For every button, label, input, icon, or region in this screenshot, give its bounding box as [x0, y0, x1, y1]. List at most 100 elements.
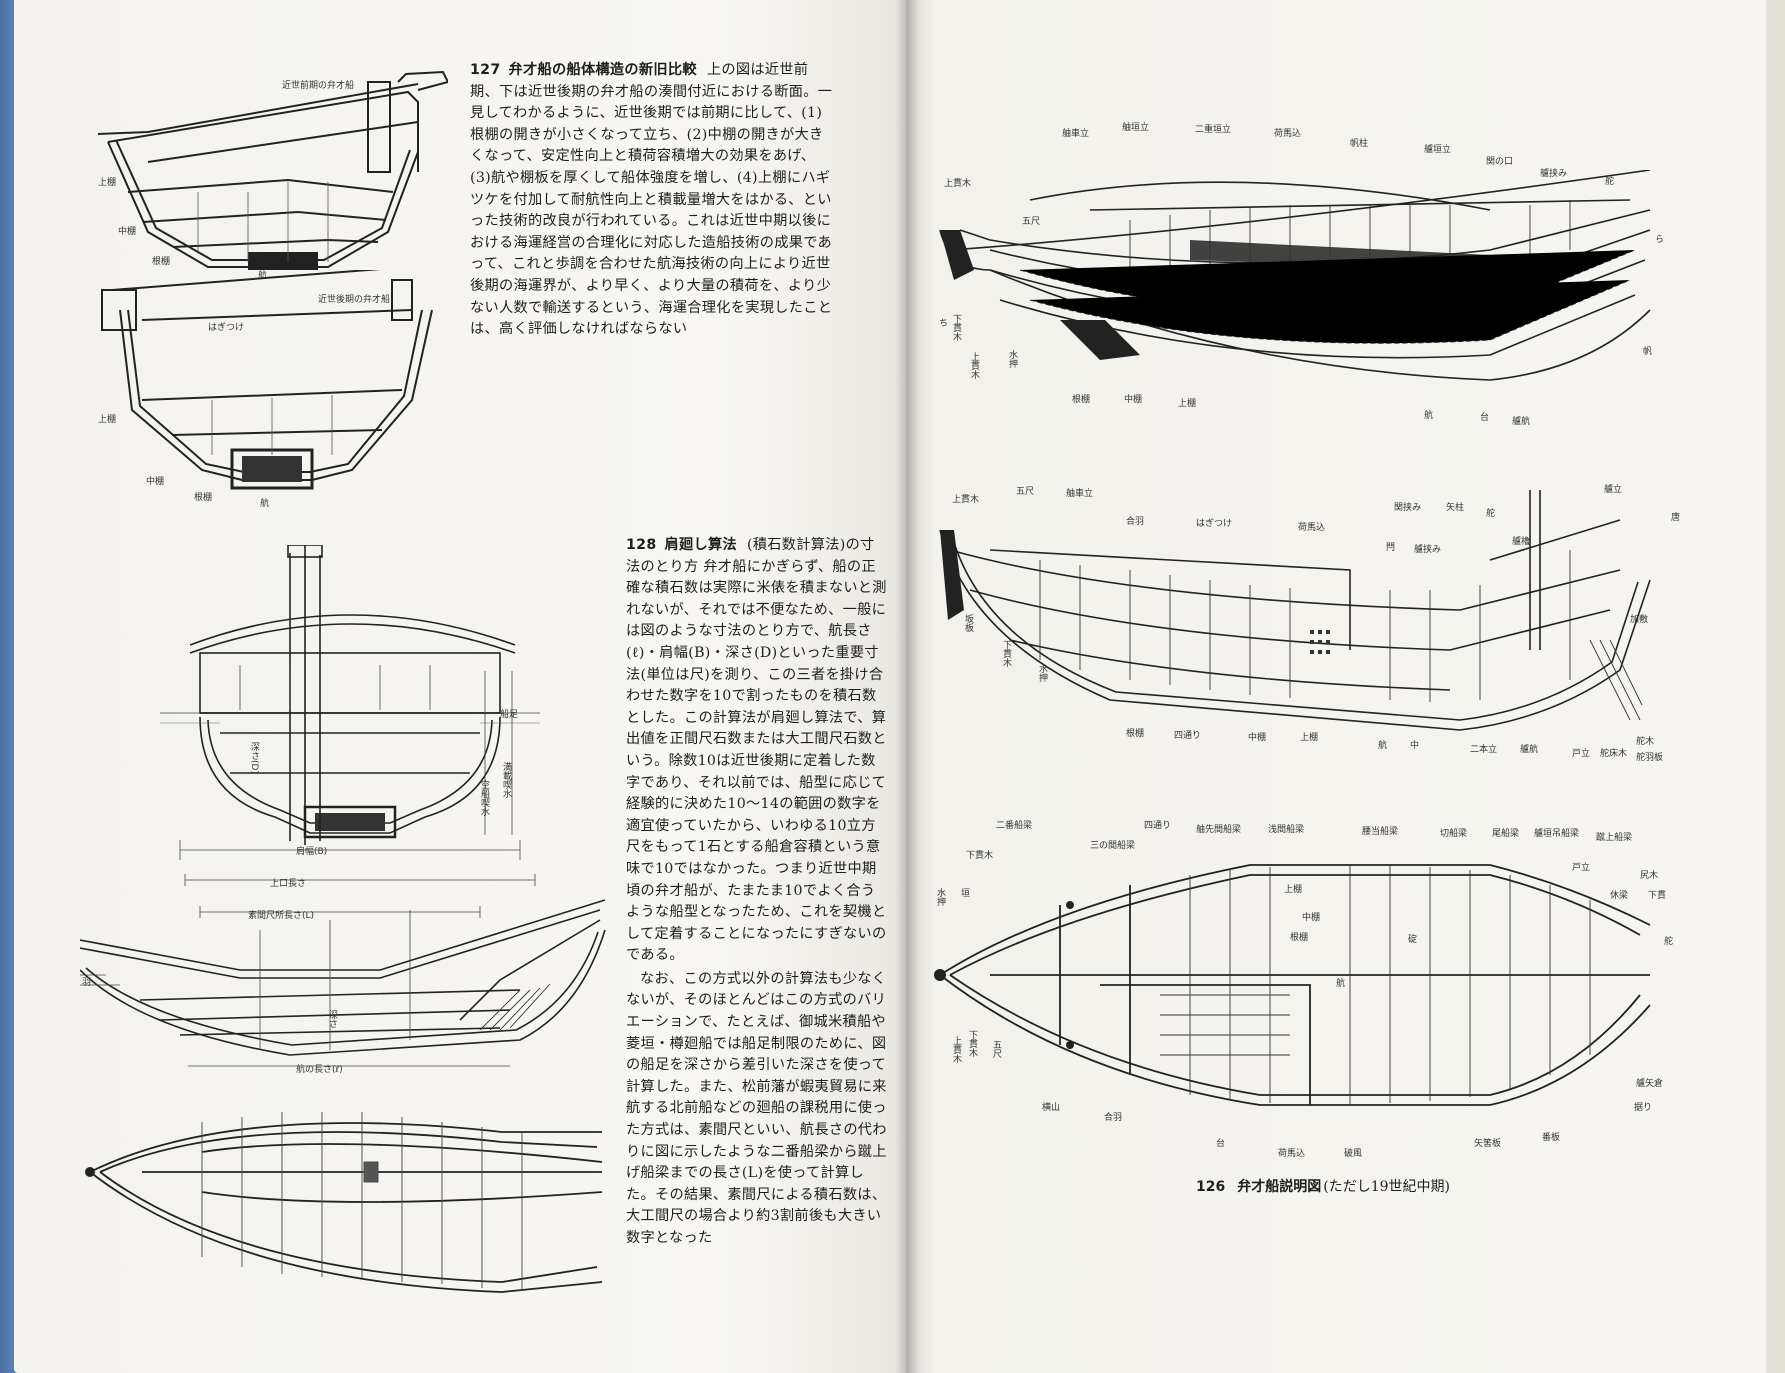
mid-kajikibashira: 舵床木: [1600, 749, 1628, 759]
fig127-early-nakadana: 中棚: [118, 227, 137, 237]
mid-todachi: 戸立: [1572, 749, 1591, 759]
top-hoban: 帆柱: [1350, 139, 1369, 149]
bot-kyuhai: 休梁: [1610, 891, 1629, 901]
fig126-longitudinal-section: [930, 490, 1670, 740]
top-tana: 台: [1480, 413, 1490, 423]
caption-128-subtitle: (積石数計算法)の寸法のとり方: [626, 537, 875, 575]
mid-kannuki: 閂: [1386, 543, 1396, 553]
top-nakadana: 中棚: [1124, 395, 1143, 405]
bot-tomoyagura: 艫矢倉: [1636, 1079, 1664, 1089]
mid-nimakome: 荷馬込: [1298, 523, 1326, 533]
bot-yokoyama: 横山: [1042, 1103, 1061, 1113]
top-nijugaki: 二重垣立: [1195, 125, 1232, 135]
bot-tomokoshi: 艫垣吊船梁: [1534, 829, 1580, 839]
fig127-late-kawara: 航: [260, 499, 270, 509]
top-sekinokuchi: 関の口: [1486, 157, 1514, 167]
top-tomogaki: 艫垣立: [1424, 145, 1452, 155]
bot-mizuosae: 水押: [935, 888, 945, 906]
fig127-late-nakadana: 中棚: [146, 477, 165, 487]
bot-ikari: 碇: [1408, 935, 1418, 945]
top-negi: 根棚: [1072, 395, 1091, 405]
bot-kouzan: 尾船梁: [1492, 829, 1520, 839]
mid-uwanukigi: 上貫木: [952, 495, 980, 505]
top-kaji: 舵: [1605, 177, 1615, 187]
mid-mizuosae: 水押: [1037, 664, 1047, 682]
mid-tomodachi: 艫立: [1604, 485, 1623, 495]
bot-goshaku: 五尺: [991, 1040, 1001, 1058]
fig127-early-kawara: 航: [258, 271, 268, 281]
mid-kajinuki: 舵木: [1636, 737, 1655, 747]
caption-127-number: 127: [470, 62, 501, 78]
top-kawara: 航: [1424, 411, 1434, 421]
caption-128-paragraph-1: 弁才船にかぎらず、船の正確な積石数は実際に米俵を積まないと測れないが、それでは不…: [626, 558, 887, 964]
top-uwadana: 上棚: [1178, 399, 1197, 409]
caption-128-paragraph-2: なお、この方式以外の計算法も少なくないが、そのほとんどはこの方式のバリエーション…: [626, 970, 887, 1246]
bot-nimakome: 荷馬込: [1278, 1149, 1306, 1159]
bot-uwanuki: 上貫木: [951, 1036, 961, 1063]
mid-negi: 根棚: [1126, 729, 1145, 739]
top-hizurota2: 舳垣立: [1122, 123, 1150, 133]
bot-kanban: 番板: [1542, 1133, 1561, 1143]
fig126-side-elevation: [930, 170, 1670, 420]
bot-suwari: 据り: [1634, 1103, 1653, 1113]
bot-kiri: 切船梁: [1440, 829, 1468, 839]
bot-uwadana: 上棚: [1284, 885, 1303, 895]
mid-tomokawara: 艫航: [1520, 745, 1539, 755]
bot-aiba: 合羽: [1104, 1113, 1123, 1123]
fig128-side-view: [80, 870, 620, 1070]
fig128-uwaguchi: 上口長さ: [270, 879, 307, 889]
top-hagi: ち: [937, 318, 947, 327]
mid-nakadana: 中棚: [1248, 733, 1267, 743]
bot-shitai: 下貫: [1648, 891, 1667, 901]
fig128-fukasa: 深さ(D): [249, 742, 259, 774]
mid-kajikiban: 舵羽板: [1636, 753, 1664, 763]
fig128-plan-view: [82, 1092, 612, 1312]
right-page: [906, 0, 1766, 1373]
bot-yotsudori: 四通り: [1144, 821, 1172, 831]
fig127-late-negi: 根棚: [194, 493, 213, 503]
bot-dai: 台: [1216, 1139, 1226, 1149]
top-tsura: ら: [1653, 234, 1663, 243]
bot-toro: 戸立: [1572, 863, 1591, 873]
top-hizurota: 舳車立: [1062, 129, 1090, 139]
fig128-cross-section: [160, 545, 540, 865]
fig128-mansai-kissui: 満載喫水: [501, 762, 511, 798]
bot-hakaze: 破風: [1344, 1149, 1363, 1159]
bot-aka: 垣: [959, 888, 969, 897]
fig127-early-cross-section: [88, 62, 448, 292]
bot-keage: 蹴上船梁: [1596, 833, 1633, 843]
bot-tomokuchi: 尻木: [1640, 871, 1659, 881]
top-kani: 下貫木: [951, 314, 961, 341]
fig128-kuufuku-kissui: 空船喫水: [479, 780, 489, 816]
fig128-ha: 羽: [82, 978, 92, 988]
mid-hizurota: 舳車立: [1066, 489, 1094, 499]
mid-nibanrata: 二本立: [1470, 745, 1498, 755]
top-uwanukigi: 上貫木: [944, 179, 972, 189]
mid-kaji: 舵: [1486, 509, 1496, 519]
caption-128-number: 128: [626, 537, 657, 553]
mid-ronomu: 艫櫓: [1512, 537, 1531, 547]
bot-san-no-ma: 三の間船梁: [1090, 841, 1136, 851]
fig127-late-hagitsuke: はぎつけ: [208, 323, 245, 333]
mid-shitanuki: 下貫木: [1001, 640, 1011, 667]
mid-goshaku: 五尺: [1016, 487, 1035, 497]
fig127-early-uwadana: 上棚: [98, 178, 117, 188]
mid-sakaban: 坂板: [963, 614, 973, 632]
top-tomokawara: 艫航: [1512, 417, 1531, 427]
fig128-sukenjaku: 素間尺所長さ(L): [248, 911, 315, 921]
mid-kara: 唐: [1669, 512, 1679, 521]
top-uwanukigi-2: 上貫木: [969, 352, 979, 379]
bot-kaji: 舵: [1664, 937, 1674, 947]
caption-126-number: 126: [1196, 1179, 1226, 1195]
mid-kawara: 航: [1378, 741, 1388, 751]
mid-hagitsuke: はぎつけ: [1196, 519, 1233, 529]
top-mizuosae: 水押: [1007, 350, 1017, 368]
book-gutter: [895, 0, 919, 1373]
mid-sekibasami: 関挟み: [1394, 503, 1422, 513]
bot-yahazu: 矢筈板: [1474, 1139, 1502, 1149]
caption-126-subtitle: (ただし19世紀中期): [1323, 1179, 1450, 1195]
fig128-katahaba: 肩幅(B): [296, 847, 328, 857]
mid-kamicho: 加敷: [1630, 615, 1649, 625]
